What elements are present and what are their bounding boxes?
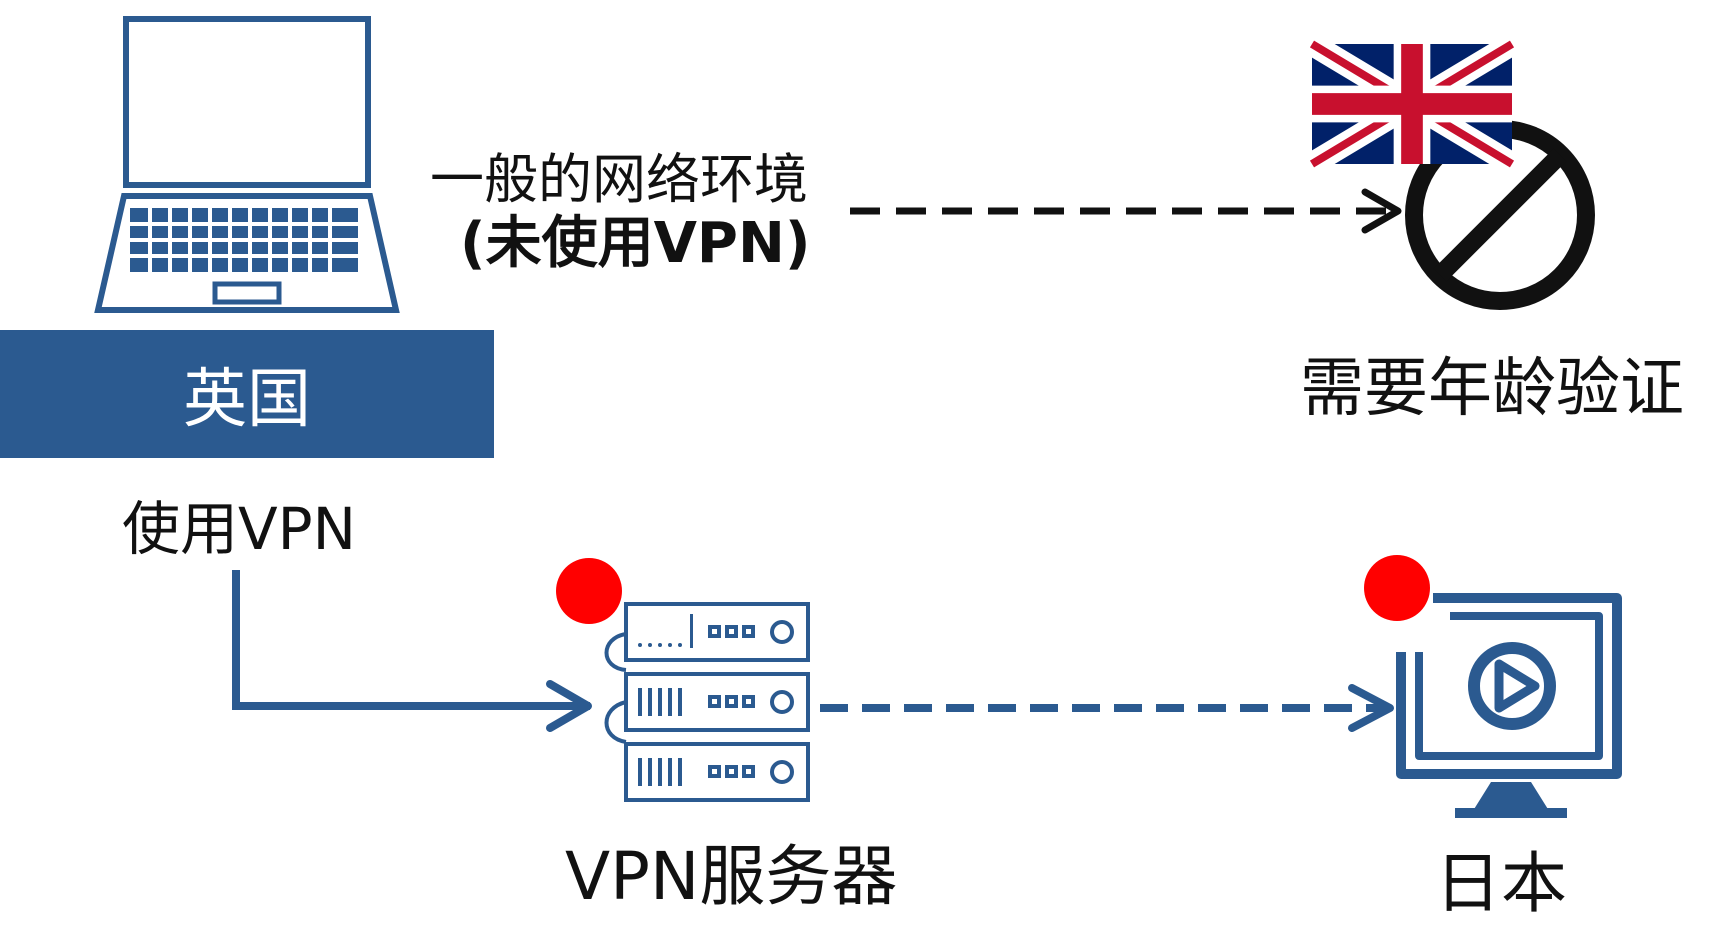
- origin-country-bar: [0, 330, 494, 458]
- server-marker-dot: [556, 558, 622, 624]
- vpn-dashed-arrow: [820, 684, 1394, 732]
- direct-path-label: 一般的网络环境: [430, 148, 808, 211]
- direct-path-sublabel: (未使用VPN): [460, 211, 811, 276]
- server-rack-icon: [604, 602, 810, 802]
- video-monitor-icon: [1396, 593, 1622, 818]
- laptop-icon: [94, 16, 400, 313]
- destination-label: 日本: [1435, 845, 1567, 922]
- direct-dashed-arrow: [850, 188, 1402, 234]
- age-verification-label: 需要年龄验证: [1300, 352, 1684, 426]
- vpn-connector-arrow: [232, 570, 592, 732]
- vpn-server-label: VPN服务器: [565, 838, 898, 915]
- origin-country-label: 英国: [183, 363, 311, 437]
- destination-marker-dot: [1364, 555, 1430, 621]
- use-vpn-label: 使用VPN: [122, 495, 357, 563]
- prohibited-icon: [1405, 120, 1595, 310]
- uk-flag-icon: [1305, 33, 1519, 175]
